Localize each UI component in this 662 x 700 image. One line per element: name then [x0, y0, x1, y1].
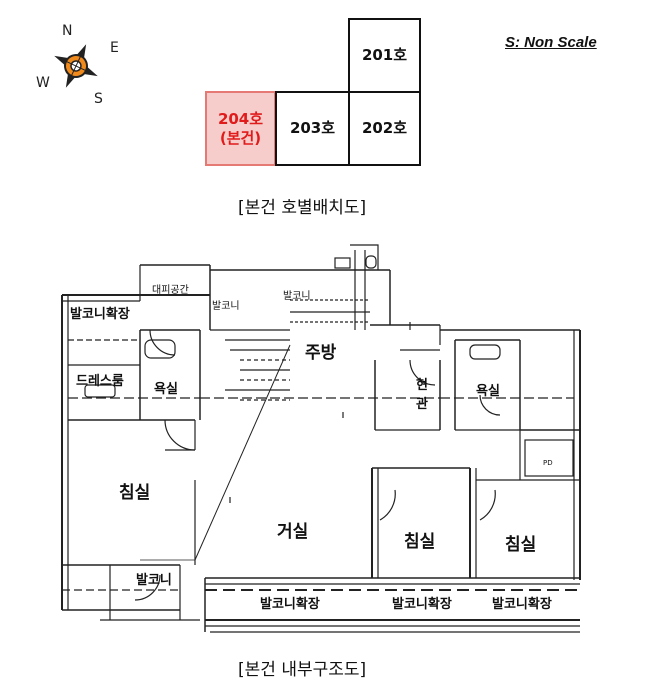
label-bedroom-master: 침실	[119, 483, 151, 503]
floor-plan-caption: [본건 내부구조도]	[238, 660, 367, 680]
compass-rose-icon	[54, 44, 98, 88]
label-balcony-ext-top: 발코니확장	[70, 307, 130, 322]
unit-204-label: 204호 (본건)	[218, 110, 263, 148]
compass: N E W S	[30, 20, 120, 110]
label-pd: PD	[543, 459, 553, 467]
label-kitchen: 주방	[305, 343, 337, 363]
label-entrance-1: 현	[416, 378, 428, 393]
label-entrance-2: 관	[416, 397, 428, 412]
label-balcony-ext-1: 발코니확장	[260, 597, 320, 612]
label-balcony-top: 발코니	[283, 291, 311, 302]
unit-204-current: 204호 (본건)	[205, 91, 276, 166]
label-balcony-ext-2: 발코니확장	[392, 597, 452, 612]
compass-north: N	[62, 23, 73, 39]
unit-202: 202호	[348, 91, 421, 166]
label-bath-common: 욕실	[476, 384, 500, 399]
label-balcony-small: 발코니	[212, 301, 240, 312]
unit-202-label: 202호	[361, 119, 408, 137]
label-evac-space: 대피공간	[152, 285, 189, 296]
label-bedroom-2: 침실	[404, 532, 436, 552]
label-balcony-bottom-left: 발코니	[136, 573, 172, 588]
unit-203-label: 203호	[289, 119, 336, 137]
label-bath-master: 욕실	[154, 382, 178, 397]
label-balcony-ext-3: 발코니확장	[492, 597, 552, 612]
label-bedroom-3: 침실	[505, 535, 537, 555]
compass-east: E	[110, 40, 119, 56]
unit-201-label: 201호	[361, 46, 408, 64]
unit-204-tag: (본건)	[219, 128, 262, 147]
compass-west: W	[36, 75, 50, 91]
unit-204-number: 204호	[217, 109, 264, 128]
unit-layout-caption: [본건 호별배치도]	[238, 198, 367, 218]
scale-note: S: Non Scale	[505, 34, 597, 51]
compass-south: S	[94, 91, 103, 107]
label-dress-room: 드레스룸	[76, 374, 124, 389]
label-living: 거실	[277, 522, 309, 542]
